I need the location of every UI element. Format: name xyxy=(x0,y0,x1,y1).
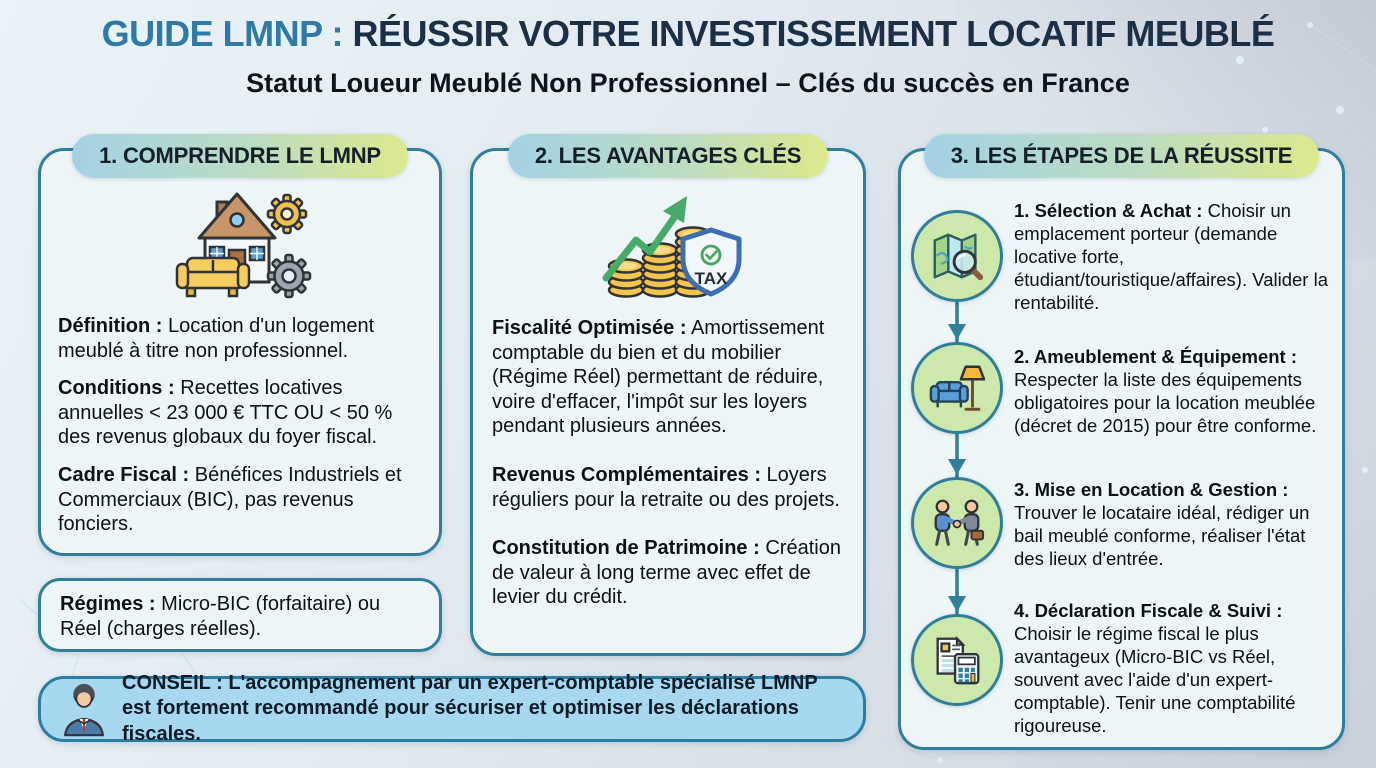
tax-shield-label: TAX xyxy=(695,269,728,288)
step3-value: Trouver le locataire idéal, rédiger un b… xyxy=(1014,501,1310,569)
fiscalite-paragraph: Fiscalité Optimisée : Amortissement comp… xyxy=(492,316,848,439)
definition-value: Location d'un logement meublé à titre no… xyxy=(58,315,375,362)
section2-header-wrap: 2. LES AVANTAGES CLÉS xyxy=(470,134,866,178)
page-title: GUIDE LMNP : RÉUSSIR VOTRE INVESTISSEMEN… xyxy=(0,13,1376,55)
cadre-fiscal-paragraph: Cadre Fiscal : Bénéfices Industriels et … xyxy=(58,463,428,537)
step1-text: 1. Sélection & Achat : Choisir un emplac… xyxy=(1014,200,1336,315)
cadre-fiscal-value: Bénéfices Industriels et Commerciaux (BI… xyxy=(58,463,402,536)
step3-label: 3. Mise en Location & Gestion : xyxy=(1014,479,1289,500)
section3-header-wrap: 3. LES ÉTAPES DE LA RÉUSSITE xyxy=(898,134,1345,178)
step4-label: 4. Déclaration Fiscale & Suivi : xyxy=(1014,600,1283,621)
step2-label: 2. Ameublement & Équipement : xyxy=(1014,346,1298,367)
page-subtitle: Statut Loueur Meublé Non Professionnel –… xyxy=(246,68,1130,98)
patrimoine-paragraph: Constitution de Patrimoine : Création de… xyxy=(492,536,848,610)
fiscalite-value: Amortissement comptable du bien et du mo… xyxy=(492,317,825,438)
conseil-value: L'accompagnement par un expert-comptable… xyxy=(122,672,818,745)
conditions-label: Conditions : xyxy=(58,377,175,400)
revenus-label: Revenus Complémentaires : xyxy=(492,463,761,486)
conditions-paragraph: Conditions : Recettes locatives annuelle… xyxy=(58,376,428,450)
sofa-lamp-icon xyxy=(911,342,1003,434)
regimes-value: Micro-BIC (forfaitaire) ou Réel (charges… xyxy=(60,593,381,640)
step3-text: 3. Mise en Location & Gestion : Trouver … xyxy=(1014,479,1336,571)
conseil-label: CONSEIL : xyxy=(122,672,223,695)
accountant-icon xyxy=(56,681,112,739)
patrimoine-value: Création de valeur à long terme avec eff… xyxy=(492,537,841,609)
map-magnifier-icon xyxy=(911,210,1003,302)
cadre-fiscal-label: Cadre Fiscal : xyxy=(58,463,190,486)
patrimoine-label: Constitution de Patrimoine : xyxy=(492,537,760,560)
step2-value: Respecter la liste des équipements oblig… xyxy=(1014,368,1317,436)
definition-paragraph: Définition : Location d'un logement meub… xyxy=(58,314,428,363)
section1-header: 1. COMPRENDRE LE LMNP xyxy=(72,134,408,178)
section3-header: 3. LES ÉTAPES DE LA RÉUSSITE xyxy=(923,134,1320,178)
step1-label: 1. Sélection & Achat : xyxy=(1014,200,1203,221)
regimes-panel xyxy=(38,578,442,652)
fiscalite-label: Fiscalité Optimisée : xyxy=(492,317,687,339)
step4-text: 4. Déclaration Fiscale & Suivi : Choisir… xyxy=(1014,600,1336,738)
section2-header: 2. LES AVANTAGES CLÉS xyxy=(507,134,829,178)
section1-header-wrap: 1. COMPRENDRE LE LMNP xyxy=(38,134,442,178)
coins-growth-tax-shield-icon: TAX xyxy=(470,178,866,306)
revenus-paragraph: Revenus Complémentaires : Loyers régulie… xyxy=(492,463,848,512)
comprendre-text: Définition : Location d'un logement meub… xyxy=(58,314,428,550)
avantages-text: Fiscalité Optimisée : Amortissement comp… xyxy=(492,316,848,634)
house-furniture-gears-icon xyxy=(38,180,442,304)
conseil-text: CONSEIL : L'accompagnement par un expert… xyxy=(122,672,836,744)
title-highlight: GUIDE LMNP : xyxy=(101,13,344,54)
conseil-panel xyxy=(38,676,866,742)
definition-label: Définition : xyxy=(58,315,163,337)
tax-documents-calculator-icon xyxy=(911,614,1003,706)
conditions-value: Recettes locatives annuelles < 23 000 € … xyxy=(58,377,393,449)
revenus-value: Loyers réguliers pour la retraite ou des… xyxy=(492,463,840,511)
regimes-text: Régimes : Micro-BIC (forfaitaire) ou Rée… xyxy=(60,592,424,641)
title-rest: RÉUSSIR VOTRE INVESTISSEMENT LOCATIF MEU… xyxy=(352,13,1275,54)
handshake-icon xyxy=(911,477,1003,569)
step2-text: 2. Ameublement & Équipement : Respecter … xyxy=(1014,346,1336,438)
section-avantages-panel xyxy=(470,148,866,656)
step1-value: Choisir un emplacement porteur (demande … xyxy=(1014,200,1328,313)
step4-value: Choisir le régime fiscal le plus avantag… xyxy=(1014,622,1296,736)
regimes-label: Régimes : xyxy=(60,593,156,615)
